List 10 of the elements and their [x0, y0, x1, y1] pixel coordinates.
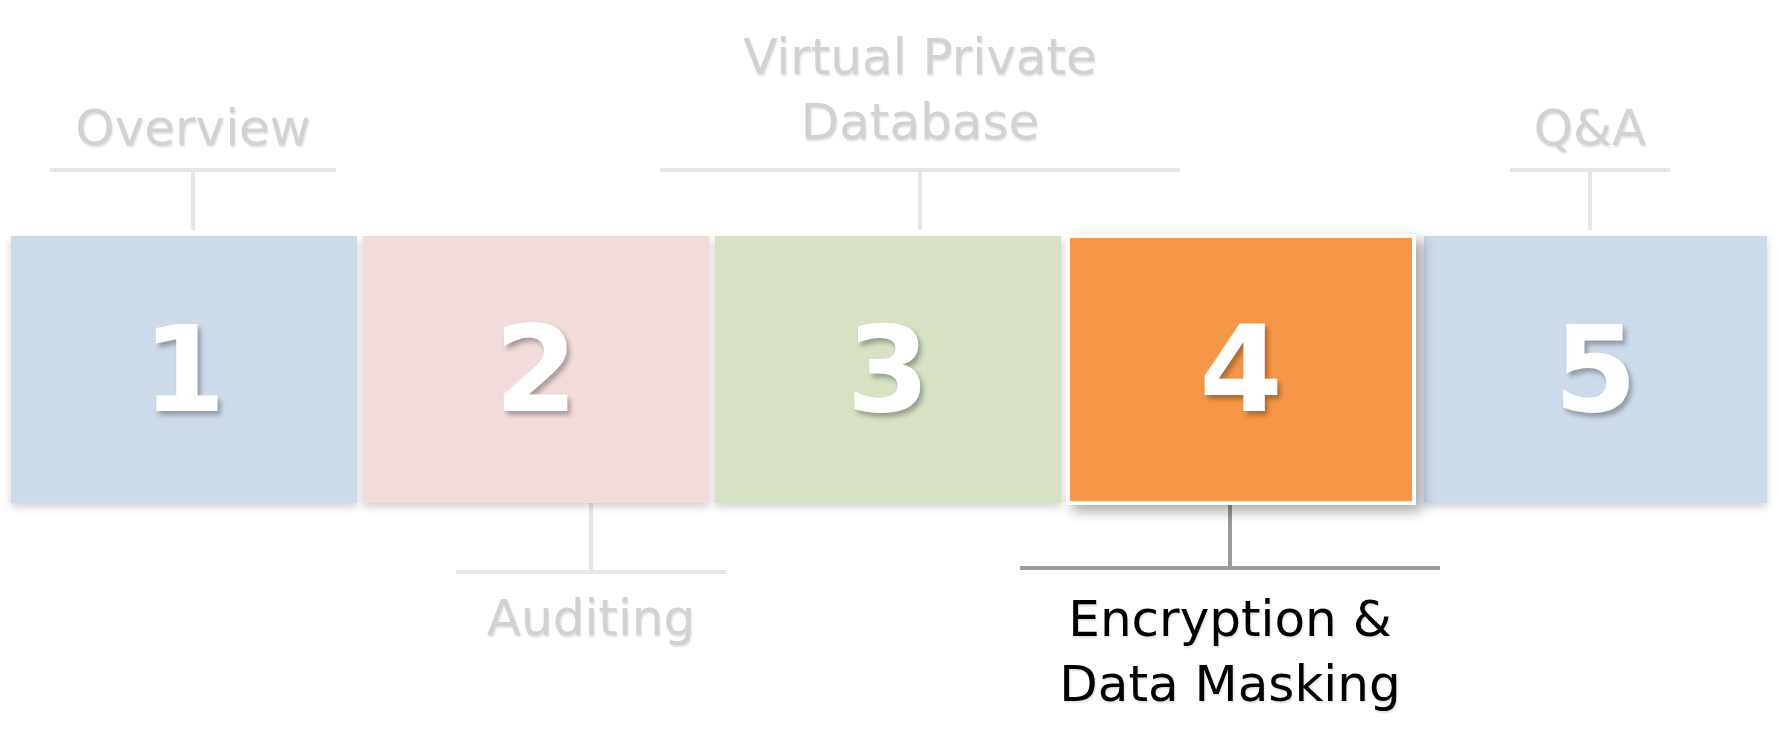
step-tile: 5	[1424, 236, 1767, 503]
step-tile: 1	[11, 236, 357, 503]
bracket-connector	[48, 168, 338, 232]
bracket-connector	[454, 501, 728, 574]
topic-label: Encryption & Data Masking	[1010, 576, 1450, 728]
bracket-connector	[658, 168, 1182, 232]
step-tile: 3	[715, 236, 1061, 503]
bracket-connector	[1018, 503, 1442, 570]
bracket-connector	[1508, 168, 1672, 232]
step-tile: 2	[363, 236, 709, 503]
